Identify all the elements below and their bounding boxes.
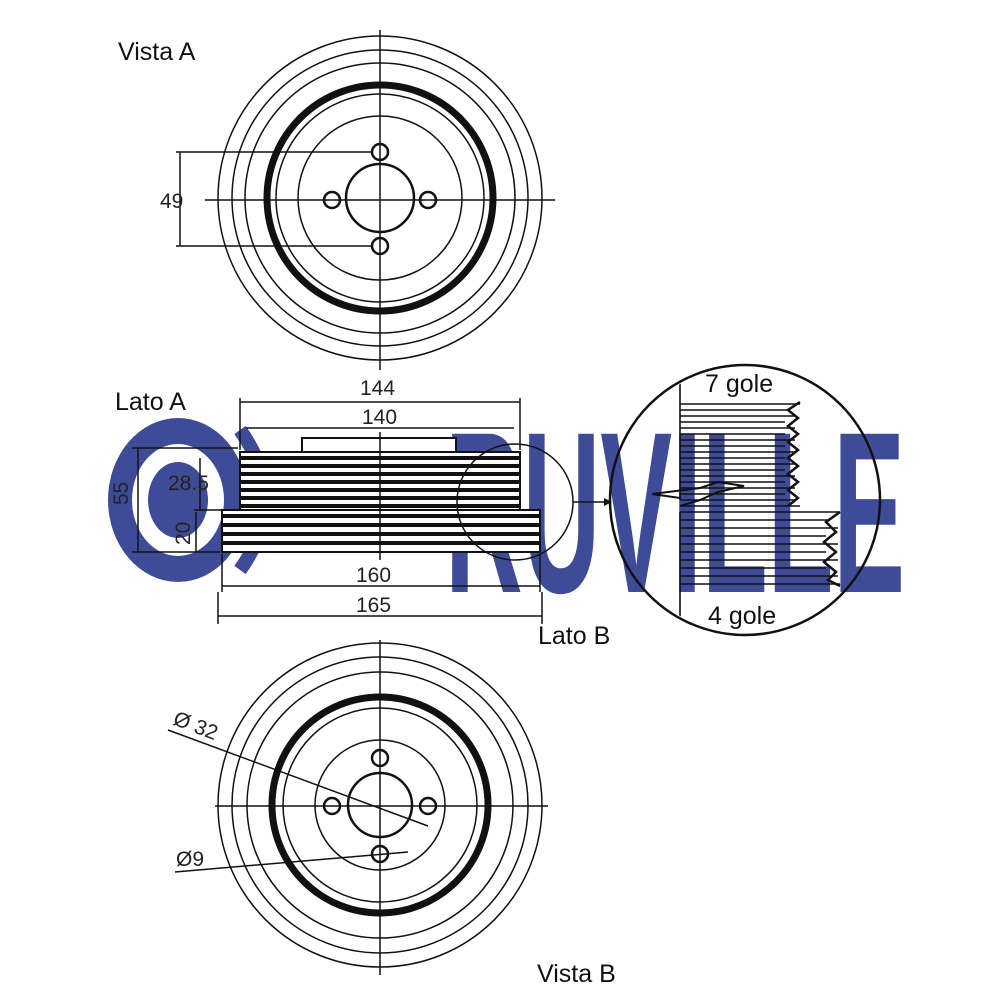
dim-width-144: 144 — [360, 377, 395, 400]
lower-grooves — [222, 514, 540, 545]
side-view-drawing — [132, 398, 612, 624]
grooves-top-label: 7 gole — [705, 370, 773, 398]
groove-detail — [608, 363, 882, 637]
dim-height-20: 20 — [172, 522, 195, 545]
view-b-label: Vista B — [537, 960, 616, 988]
dim-width-140: 140 — [362, 406, 397, 429]
dim-diameter-9: Ø9 — [176, 848, 204, 871]
dim-height-55: 55 — [110, 482, 133, 505]
side-a-label: Lato A — [115, 388, 186, 416]
view-a-drawing — [176, 30, 555, 370]
dim-diameter-32: Ø 32 — [170, 707, 221, 745]
view-a-label: Vista A — [118, 38, 196, 66]
grooves-bottom-label: 4 gole — [708, 602, 776, 630]
view-b-drawing — [167, 640, 548, 975]
side-b-label: Lato B — [538, 622, 610, 650]
dim-bolt-spacing: 49 — [160, 190, 183, 213]
dim-width-165: 165 — [356, 594, 391, 617]
dim-height-28-5: 28.5 — [168, 472, 209, 495]
dim-width-160: 160 — [356, 564, 391, 587]
